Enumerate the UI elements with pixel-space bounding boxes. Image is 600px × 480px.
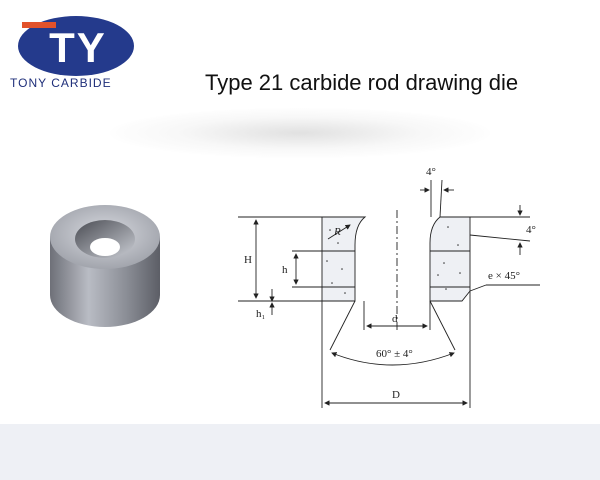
background-smudge (110, 108, 490, 158)
logo-ellipse (18, 16, 134, 76)
label-outer-diameter: D (392, 389, 400, 401)
label-top-angle: 4° (426, 166, 436, 178)
footer-band (0, 424, 600, 480)
die-product-photo (50, 205, 160, 327)
label-chamfer: e × 45° (488, 270, 520, 282)
logo-text: TY (49, 24, 107, 71)
brand-logo: TY (18, 16, 134, 76)
label-right-angle: 4° (526, 224, 536, 236)
logo-accent-bar (22, 22, 56, 28)
die-left-section (321, 216, 367, 302)
label-bore-diameter: d (392, 313, 398, 325)
page-title: Type 21 carbide rod drawing die (205, 70, 519, 95)
label-bearing-height: h (282, 264, 288, 276)
die-technical-drawing: 4° 4° R H h h₁ e × 45° d 60° ± 4° D (238, 166, 540, 408)
die-right-section (429, 216, 471, 302)
label-overall-height: H (244, 254, 252, 266)
carbide-insert-dots (326, 226, 461, 294)
brand-name: TONY CARBIDE (10, 76, 112, 90)
label-exit-angle: 60° ± 4° (376, 348, 413, 360)
label-bottom-height: h₁ (256, 308, 266, 320)
label-radius: R (333, 226, 341, 238)
